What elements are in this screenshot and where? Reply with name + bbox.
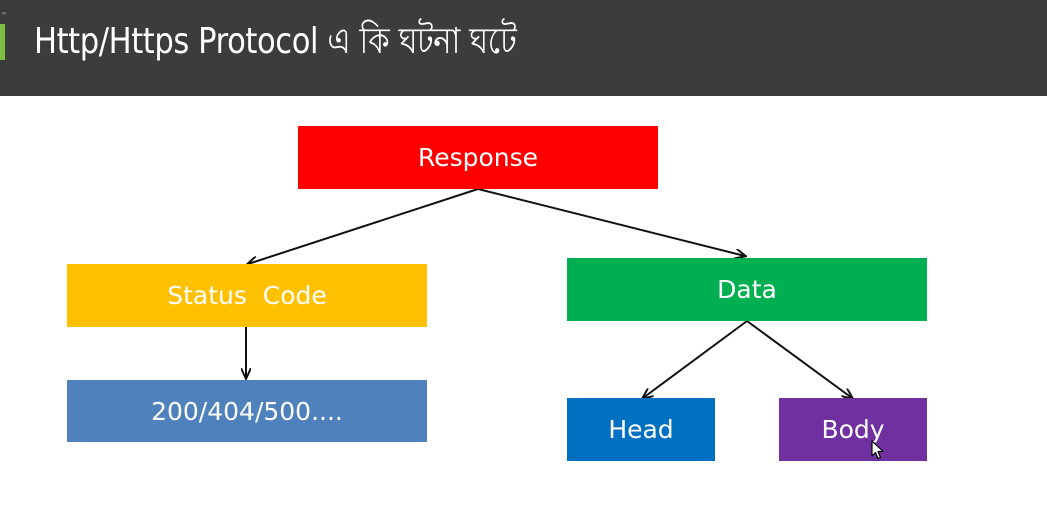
trademark-mark: ™: [1, 12, 7, 19]
arrow-response-to-data: [477, 188, 745, 256]
node-response-label: Response: [417, 143, 539, 172]
node-status-code: Status Code: [67, 264, 427, 327]
mouse-pointer-icon: [871, 440, 884, 460]
slide-title: Http/Https Protocol এ কি ঘটনা ঘটে: [34, 21, 517, 62]
node-status-codes-values: 200/404/500....: [67, 380, 427, 442]
header-accent-bar: [0, 24, 5, 60]
node-data: Data: [567, 258, 927, 321]
node-status-codes-values-label: 200/404/500....: [151, 396, 343, 426]
arrow-data-to-body: [746, 320, 852, 398]
node-response: Response: [298, 126, 658, 189]
node-head-label: Head: [608, 415, 674, 444]
node-body-label: Body: [821, 415, 885, 444]
arrow-data-to-head: [643, 320, 748, 398]
arrow-response-to-status-code: [248, 188, 479, 264]
node-body: Body: [779, 398, 927, 461]
node-head: Head: [567, 398, 715, 461]
node-data-label: Data: [717, 275, 777, 304]
node-status-code-label: Status Code: [167, 281, 327, 310]
slide-header: ™ Http/Https Protocol এ কি ঘটনা ঘটে: [0, 0, 1047, 96]
